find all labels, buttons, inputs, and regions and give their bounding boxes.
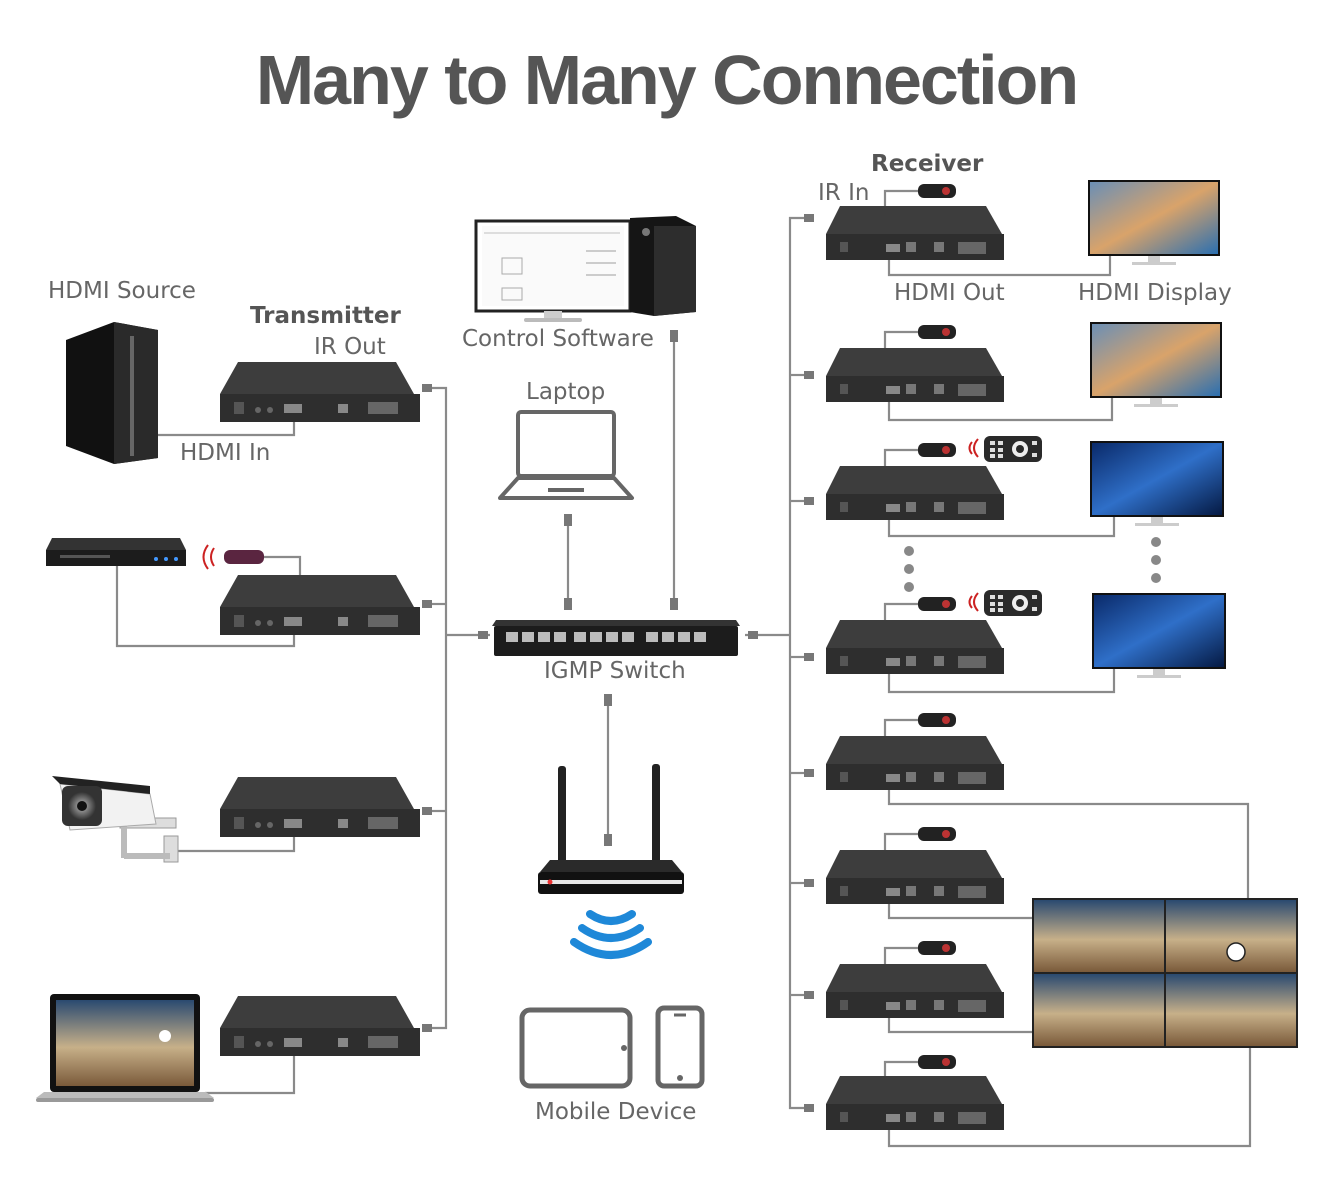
label-laptop: Laptop [526,379,606,405]
ir-sensor-icon [918,184,956,1069]
receiver-units [826,206,1004,1130]
network-wires [115,189,1252,1148]
pc-tower-icon [66,322,158,464]
laptop-icon [498,410,634,500]
ir-emitter-icon [202,544,264,570]
label-hdmi-display: HDMI Display [1078,280,1232,306]
more-units-ellipsis [904,537,1161,592]
rj45-connectors [422,214,814,1112]
transmitter-units [220,362,420,1056]
remote-control-icon [968,436,1042,616]
label-hdmi-in: HDMI In [180,440,271,466]
security-camera-icon [52,776,179,863]
video-wall-icon [1032,898,1298,1048]
label-mobile-device: Mobile Device [535,1099,697,1125]
tablet-icon [519,1007,633,1089]
label-hdmi-source: HDMI Source [48,278,196,304]
control-software-pc-icon [474,216,696,322]
phone-icon [655,1005,705,1089]
label-ir-in: IR In [818,180,870,206]
label-control-software: Control Software [462,326,654,352]
label-transmitter: Transmitter [250,303,401,329]
page-title: Many to Many Connection [255,41,1079,119]
label-igmp-switch: IGMP Switch [544,658,686,684]
label-receiver: Receiver [871,151,984,177]
wifi-router-icon [538,764,684,894]
wifi-icon [570,910,652,959]
label-ir-out: IR Out [314,334,386,360]
label-hdmi-out: HDMI Out [894,280,1005,306]
igmp-switch-icon [492,620,740,656]
dvd-player-icon [46,538,186,566]
laptop-source-icon [36,994,214,1102]
hdmi-display-icon [1088,180,1226,678]
